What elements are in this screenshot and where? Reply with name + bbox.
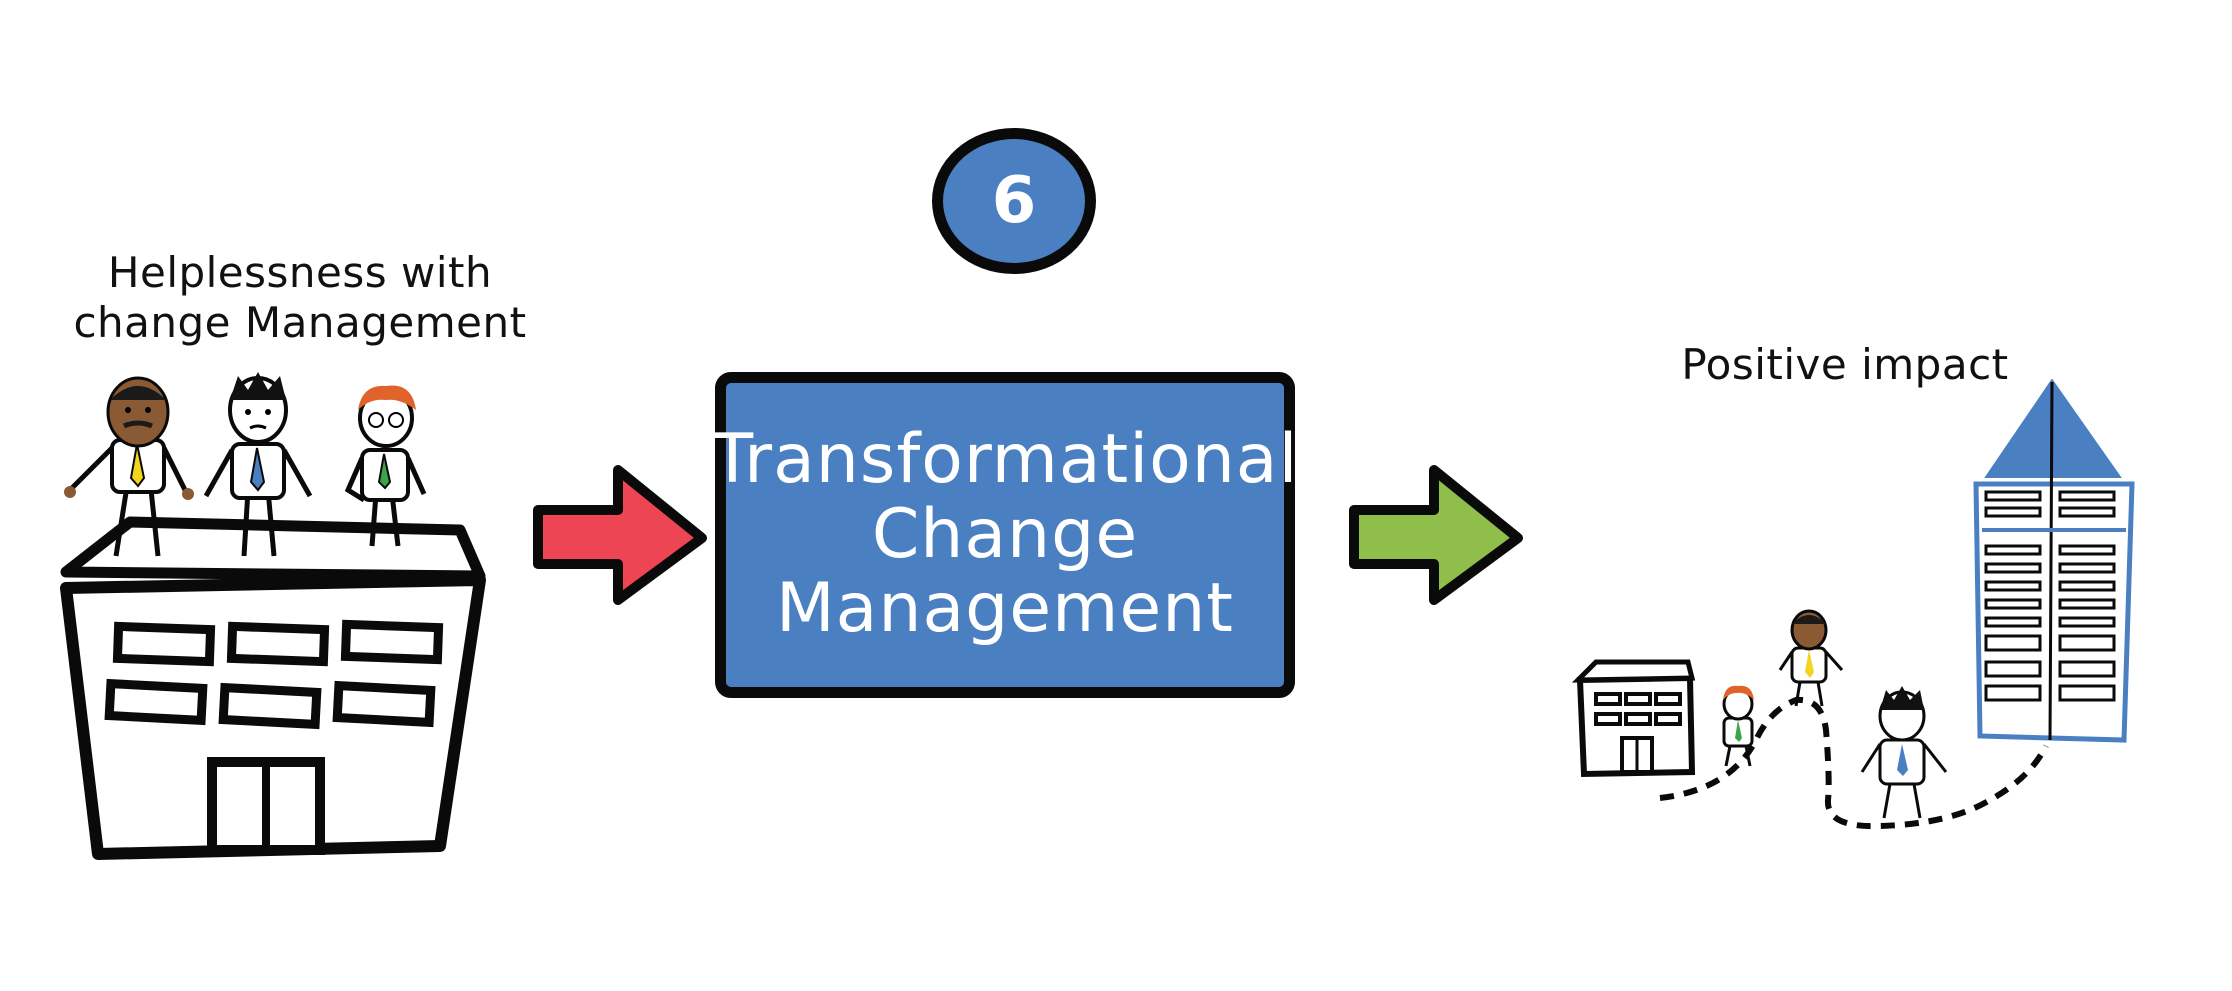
left-caption-line2: change Management bbox=[73, 297, 527, 347]
skyscraper-icon bbox=[1973, 378, 2135, 743]
dashed-path-icon bbox=[1659, 696, 2049, 830]
step-number: 6 bbox=[991, 164, 1037, 238]
left-caption-line1: Helplessness with bbox=[107, 248, 493, 297]
left-caption: Helplessness with change Management bbox=[40, 248, 560, 347]
arrow-right-icon bbox=[1349, 465, 1523, 605]
person-icon bbox=[203, 372, 313, 557]
person-icon bbox=[1778, 609, 1844, 707]
transformational-change-management-box: Transformational Change Management bbox=[712, 372, 1297, 698]
right-caption: Positive impact bbox=[1681, 340, 2009, 389]
building-icon bbox=[1571, 659, 1696, 778]
center-line1: Transformational bbox=[711, 419, 1299, 499]
helpless-building-illustration bbox=[60, 372, 486, 860]
step-number-badge: 6 bbox=[932, 128, 1096, 274]
positive-impact-illustration bbox=[1571, 378, 2135, 830]
person-icon bbox=[344, 385, 427, 547]
arrow-right-icon bbox=[533, 465, 707, 605]
person-icon bbox=[64, 376, 194, 557]
center-line2: Change bbox=[871, 494, 1139, 574]
person-icon bbox=[1722, 685, 1754, 767]
building-icon bbox=[60, 516, 486, 860]
center-line3: Management bbox=[776, 569, 1234, 649]
person-icon bbox=[1860, 686, 1948, 819]
